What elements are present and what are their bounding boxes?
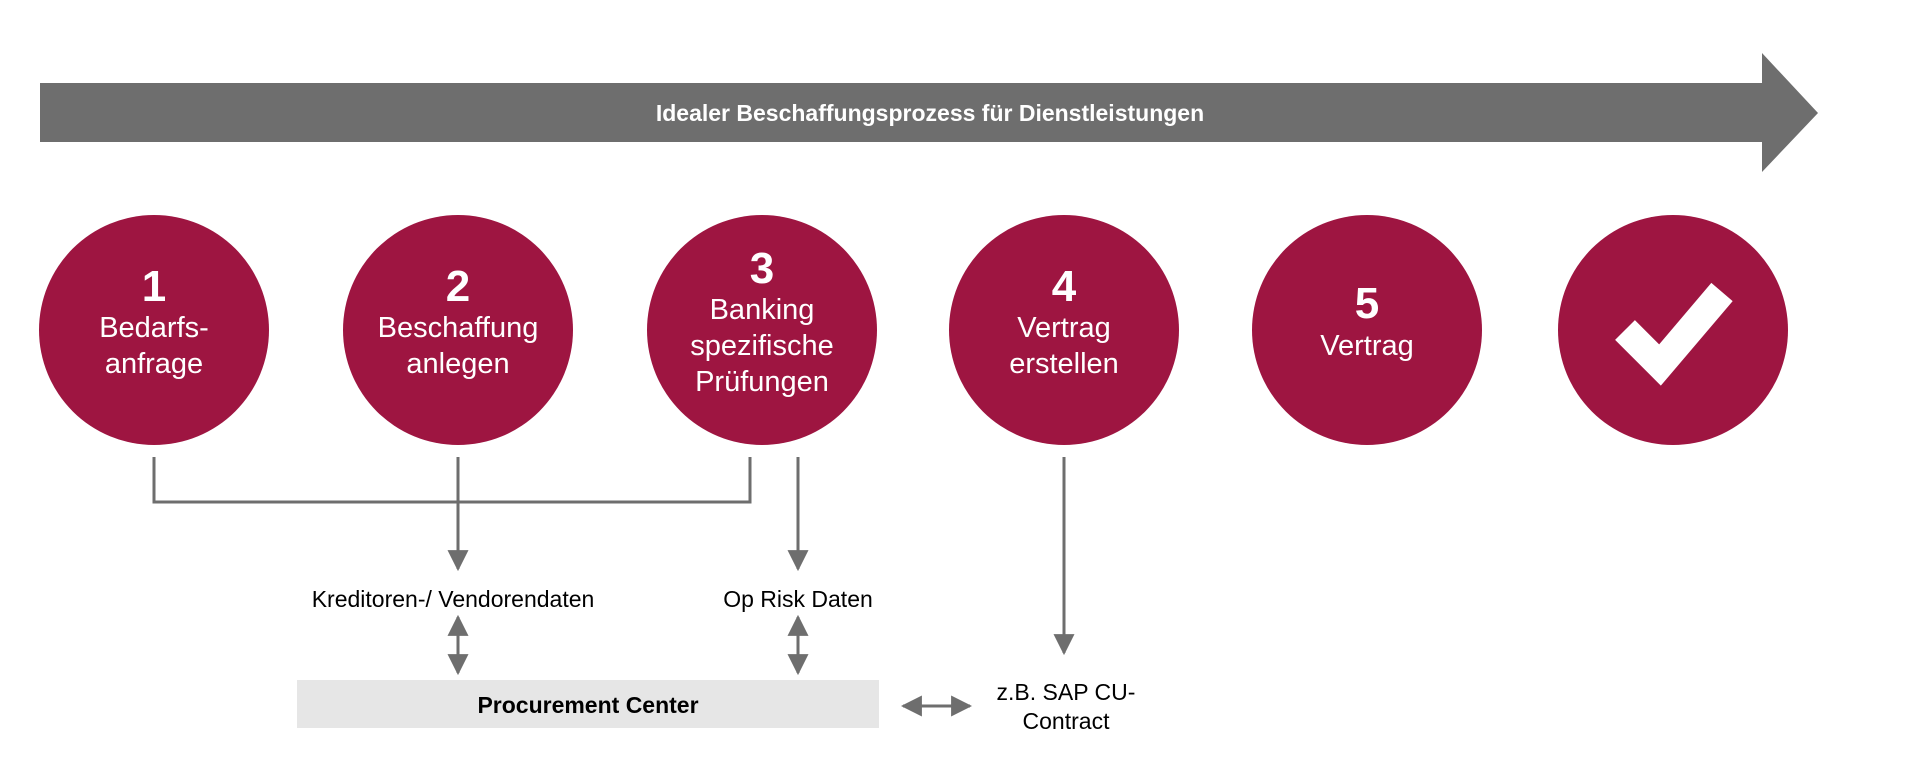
step-label-line: Vertrag bbox=[1320, 330, 1414, 362]
procurement-center-label: Procurement Center bbox=[477, 692, 698, 718]
step-number: 5 bbox=[1355, 279, 1379, 328]
vendor-data-label: Kreditoren-/ Vendorendaten bbox=[312, 586, 595, 612]
step-circle-shape bbox=[343, 215, 573, 445]
step-number: 1 bbox=[142, 262, 166, 311]
step-circle-shape bbox=[1252, 215, 1482, 445]
banner-title: Idealer Beschaffungsprozess für Dienstle… bbox=[656, 100, 1204, 126]
contract-system-label-line: Contract bbox=[1023, 708, 1111, 734]
step-label-line: Vertrag bbox=[1017, 312, 1111, 344]
step-label-line: Beschaffung bbox=[378, 312, 539, 344]
procurement-center: Procurement Center bbox=[297, 680, 879, 728]
step-label-line: Banking bbox=[710, 294, 815, 326]
op-risk-data-label: Op Risk Daten bbox=[723, 586, 873, 612]
step-circle-shape bbox=[647, 215, 877, 445]
step-circle-4: 4 Vertrag erstellen bbox=[949, 215, 1179, 445]
step-circle-shape bbox=[39, 215, 269, 445]
step-circle-5: 5 Vertrag bbox=[1252, 215, 1482, 445]
completion-circle bbox=[1558, 215, 1788, 445]
step-circle-1: 1 Bedarfs- anfrage bbox=[39, 215, 269, 445]
procurement-center-box bbox=[297, 680, 879, 728]
step-circle-3: 3 Banking spezifische Prüfungen bbox=[647, 215, 877, 445]
step-label-line: Prüfungen bbox=[695, 366, 829, 398]
step-label-line: Bedarfs- bbox=[99, 312, 209, 344]
process-banner: Idealer Beschaffungsprozess für Dienstle… bbox=[40, 53, 1818, 172]
step-circle-shape bbox=[949, 215, 1179, 445]
step-label-line: anfrage bbox=[105, 348, 203, 380]
bracket-connector bbox=[152, 457, 752, 504]
steps-1-3-connector bbox=[152, 457, 809, 572]
step-label-line: erstellen bbox=[1009, 348, 1119, 380]
contract-system-label-line: z.B. SAP CU- bbox=[997, 679, 1136, 705]
step-circle-2: 2 Beschaffung anlegen bbox=[343, 215, 573, 445]
checkmark-icon bbox=[1615, 282, 1733, 386]
step-number: 2 bbox=[446, 262, 470, 311]
step-label-line: spezifische bbox=[690, 330, 833, 362]
step-number: 3 bbox=[750, 244, 774, 293]
step-number: 4 bbox=[1052, 262, 1077, 311]
step-label-line: anlegen bbox=[406, 348, 509, 380]
contract-system-label: z.B. SAP CU- Contract bbox=[997, 679, 1136, 734]
banner-arrow-shape bbox=[40, 53, 1818, 172]
